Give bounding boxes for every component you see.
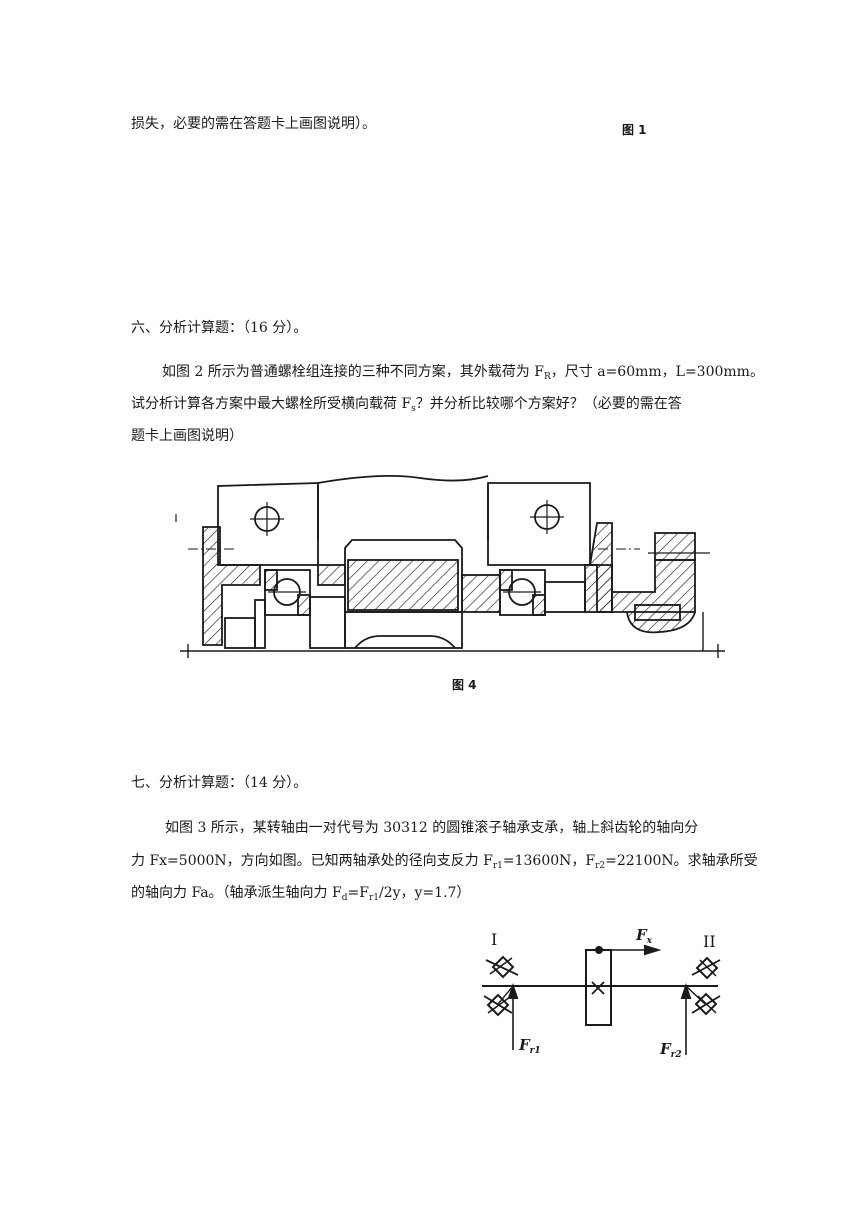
q6-subscript: R [543, 372, 551, 382]
q7-heading: 七、分析计算题：（14 分）。 [131, 775, 308, 791]
q6-paragraph-line-1: 如图 2 所示为普通螺栓组连接的三种不同方案，其外载荷为 FR，尺寸 a=60m… [162, 362, 764, 387]
force-symbol: F [636, 926, 647, 944]
q6-paragraph-line-2: 试分析计算各方案中最大螺栓所受横向载荷 Fs？并分析比较哪个方案好？（必要的需在… [131, 394, 682, 419]
force-fr1-label: Fr1 [519, 1036, 541, 1056]
continuation-line: 损失，必要的需在答题卡上画图说明）。 [131, 116, 376, 132]
figure-1-label: 图 1 [622, 123, 647, 137]
figure-4-label: 图 4 [452, 678, 477, 692]
force-symbol: F [660, 1040, 671, 1058]
q7-paragraph-line-1: 如图 3 所示，某转轴由一对代号为 30312 的圆锥滚子轴承支承，轴上斜齿轮的… [165, 820, 699, 836]
force-symbol: F [519, 1036, 530, 1054]
q6-text: 如图 2 所示为普通螺栓组连接的三种不同方案，其外载荷为 F [162, 364, 544, 380]
q7-text: =F [347, 885, 369, 901]
q7-paragraph-line-2: 力 Fx=5000N，方向如图。已知两轴承处的径向支反力 Fr1=13600N，… [131, 851, 758, 876]
force-subscript: r1 [529, 1046, 541, 1056]
force-subscript: r2 [670, 1050, 682, 1060]
force-subscript: x [646, 936, 653, 946]
q7-subscript: r2 [595, 861, 606, 871]
q7-text: 力 Fx=5000N，方向如图。已知两轴承处的径向支反力 F [131, 853, 493, 869]
q6-paragraph-line-3: 题卡上画图说明） [131, 428, 243, 444]
q7-text: 的轴向力 Fa。（轴承派生轴向力 F [131, 885, 342, 901]
q6-text: ，尺寸 a=60mm，L=300mm。 [550, 364, 764, 380]
q6-heading: 六、分析计算题：（16 分）。 [131, 320, 308, 336]
force-fx-label: Fx [636, 926, 652, 946]
q7-subscript: r1 [368, 893, 379, 903]
q7-text: =13600N，F [502, 853, 596, 869]
q6-text: 试分析计算各方案中最大螺栓所受横向载荷 F [131, 396, 412, 412]
q6-text: ？并分析比较哪个方案好？（必要的需在答 [415, 396, 682, 412]
q7-text: /2y，y=1.7） [378, 885, 471, 901]
bearing-label-1: I [491, 930, 498, 949]
q7-subscript: r1 [492, 861, 503, 871]
q7-text: =22100N。求轴承所受 [605, 853, 758, 869]
bearing-label-2: II [703, 932, 716, 951]
q7-paragraph-line-3: 的轴向力 Fa。（轴承派生轴向力 Fd=Fr1/2y，y=1.7） [131, 883, 470, 908]
force-fr2-label: Fr2 [660, 1040, 682, 1060]
q7-subscript: d [341, 893, 348, 903]
q6-subscript: s [411, 404, 416, 414]
